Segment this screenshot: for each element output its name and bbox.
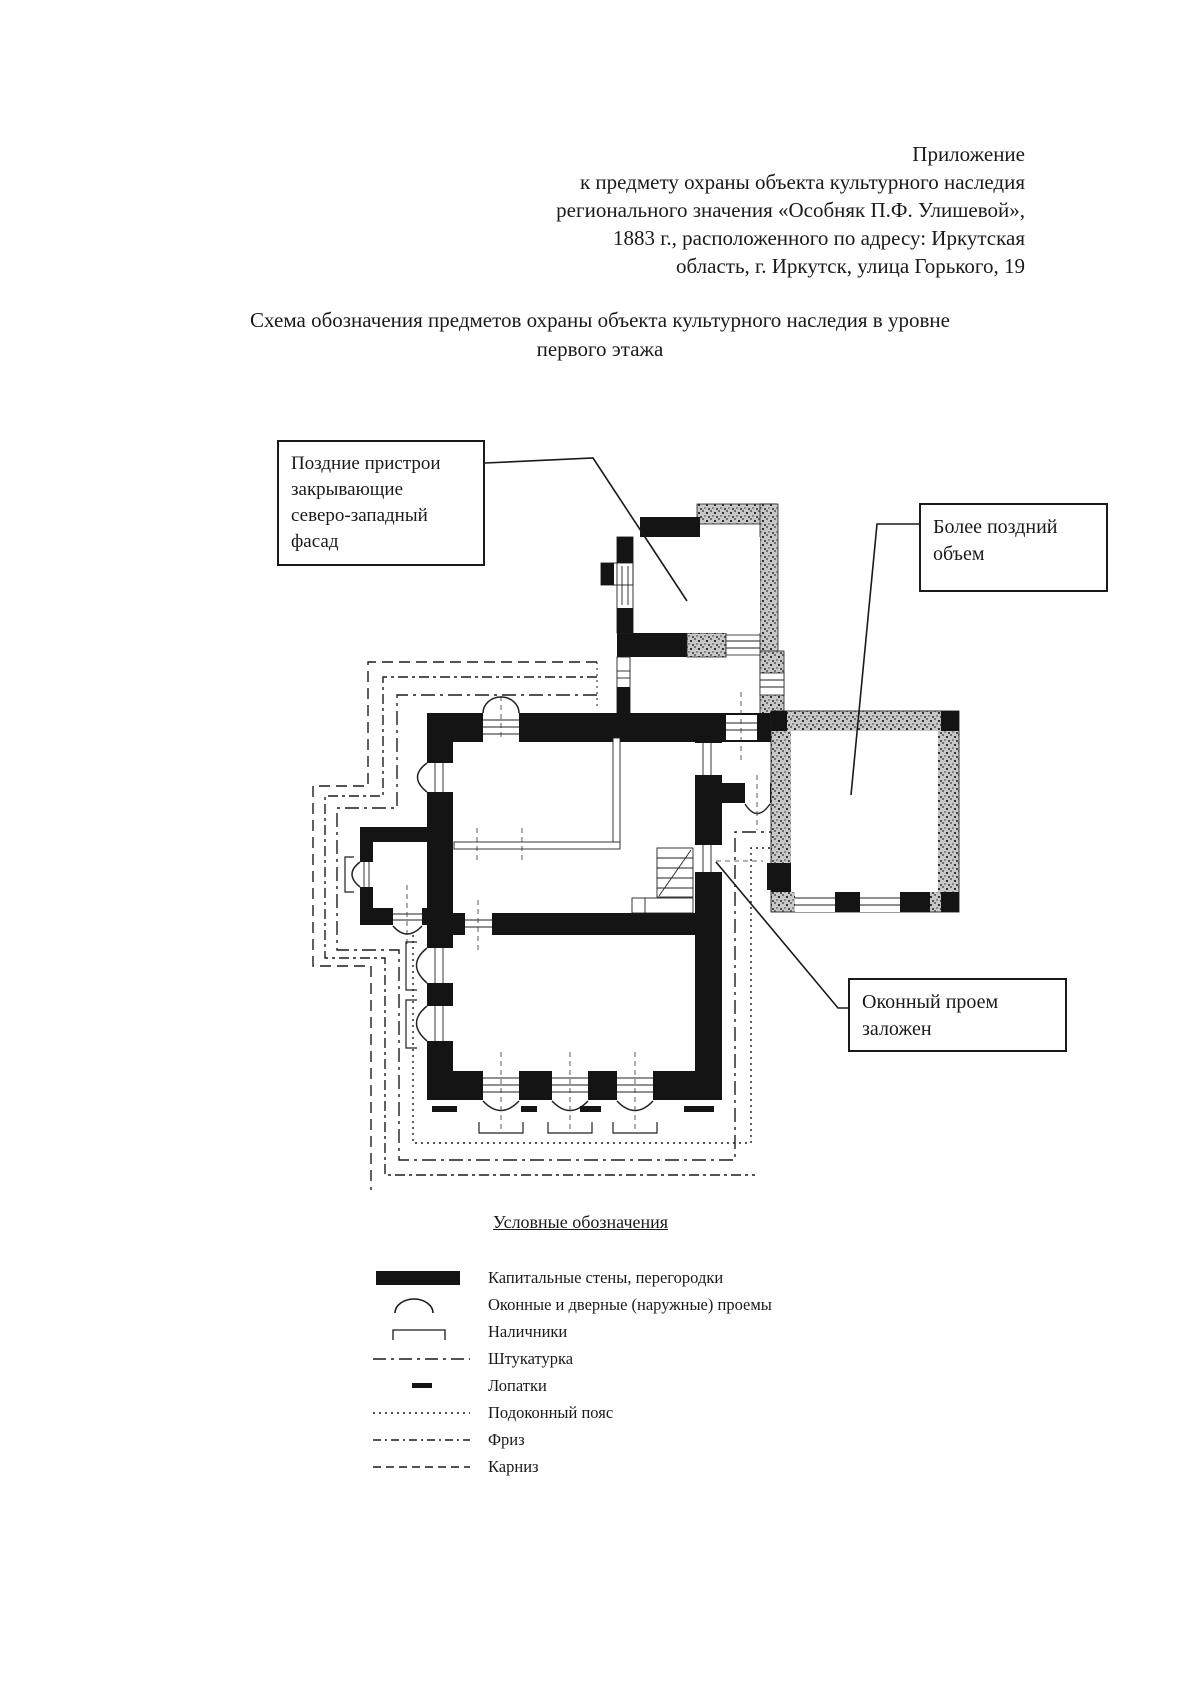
openings [344, 696, 757, 1134]
title-line: первого этажа [536, 337, 664, 361]
facade-contours [312, 661, 771, 1190]
leader-blocked-window [715, 861, 848, 1009]
capital-wall-bar-icon [376, 1270, 460, 1285]
leader-lines [484, 457, 919, 1009]
callout-late-annexes: Поздние пристрои закрывающие северо-запа… [277, 440, 485, 566]
legend-row: Карниз [363, 1453, 772, 1480]
title-line: Схема обозначения предметов охраны объек… [250, 308, 950, 332]
legend: Капитальные стены, перегородки Оконные и… [363, 1264, 772, 1480]
callout-line: Более поздний [933, 516, 1058, 538]
cornice-dashed-line-icon [373, 1465, 470, 1468]
leader-late-annexes [484, 457, 688, 602]
callout-line: объем [933, 543, 985, 565]
plaster-dashdot-line-icon [373, 1357, 470, 1360]
floor-plan [312, 457, 960, 1190]
page-title: Схема обозначения предметов охраны объек… [100, 306, 1100, 364]
header-line: к предмету охраны объекта культурного на… [579, 170, 1025, 194]
pilaster-marks [432, 1106, 714, 1112]
plaster-contour [336, 694, 771, 1161]
axis-lines [406, 692, 763, 1130]
frieze-dashdot-line-icon [373, 1438, 470, 1441]
legend-label: Капитальные стены, перегородки [488, 1267, 724, 1287]
callout-line: заложен [862, 1018, 932, 1040]
callout-line: Поздние пристрои [291, 453, 441, 474]
blocked-window [695, 845, 722, 872]
pilaster-dash-icon [412, 1382, 432, 1388]
cornice-contour [312, 661, 597, 1190]
legend-row: Подоконный пояс [363, 1399, 772, 1426]
legend-label: Оконные и дверные (наружные) проемы [488, 1294, 772, 1314]
legend-heading: Условные обозначения [493, 1212, 669, 1232]
platband-bracket-icon [392, 1328, 446, 1340]
appendix-header: Приложение к предмету охраны объекта кул… [430, 140, 1025, 280]
legend-row: Капитальные стены, перегородки [363, 1264, 772, 1291]
legend-row: Штукатурка [363, 1345, 772, 1372]
callout-blocked-window: Оконный проем заложен [848, 978, 1067, 1052]
header-line: регионального значения «Особняк П.Ф. Ули… [556, 198, 1025, 222]
legend-row: Фриз [363, 1426, 772, 1453]
staircase [631, 847, 694, 914]
main-block [344, 692, 773, 1134]
callout-line: северо-западный [291, 505, 428, 526]
callout-line: фасад [291, 531, 339, 552]
callout-line: закрывающие [291, 479, 404, 500]
east-annex [767, 710, 960, 913]
legend-row: Лопатки [363, 1372, 772, 1399]
callout-line: Оконный проем [862, 991, 999, 1013]
header-line: область, г. Иркутск, улица Горького, 19 [675, 254, 1025, 278]
header-line: Приложение [912, 142, 1025, 166]
north-annex [600, 503, 785, 732]
east-corridor [715, 742, 773, 815]
sill-belt-contour [412, 847, 771, 1144]
partitions [453, 737, 621, 850]
opening-arc-icon [394, 1297, 434, 1313]
legend-row: Оконные и дверные (наружные) проемы [363, 1291, 772, 1318]
sill-belt-dotted-line-icon [373, 1411, 470, 1414]
legend-label: Штукатурка [488, 1348, 574, 1368]
legend-label: Фриз [488, 1429, 525, 1449]
legend-label: Лопатки [488, 1375, 547, 1395]
leader-later-volume [850, 523, 919, 796]
legend-label: Наличники [488, 1321, 568, 1341]
legend-label: Подоконный пояс [488, 1402, 614, 1422]
header-line: 1883 г., расположенного по адресу: Иркут… [612, 226, 1025, 250]
frieze-contour [324, 676, 755, 1176]
callout-later-volume: Более поздний объем [919, 503, 1108, 592]
legend-row: Наличники [363, 1318, 772, 1345]
legend-label: Карниз [488, 1456, 539, 1476]
